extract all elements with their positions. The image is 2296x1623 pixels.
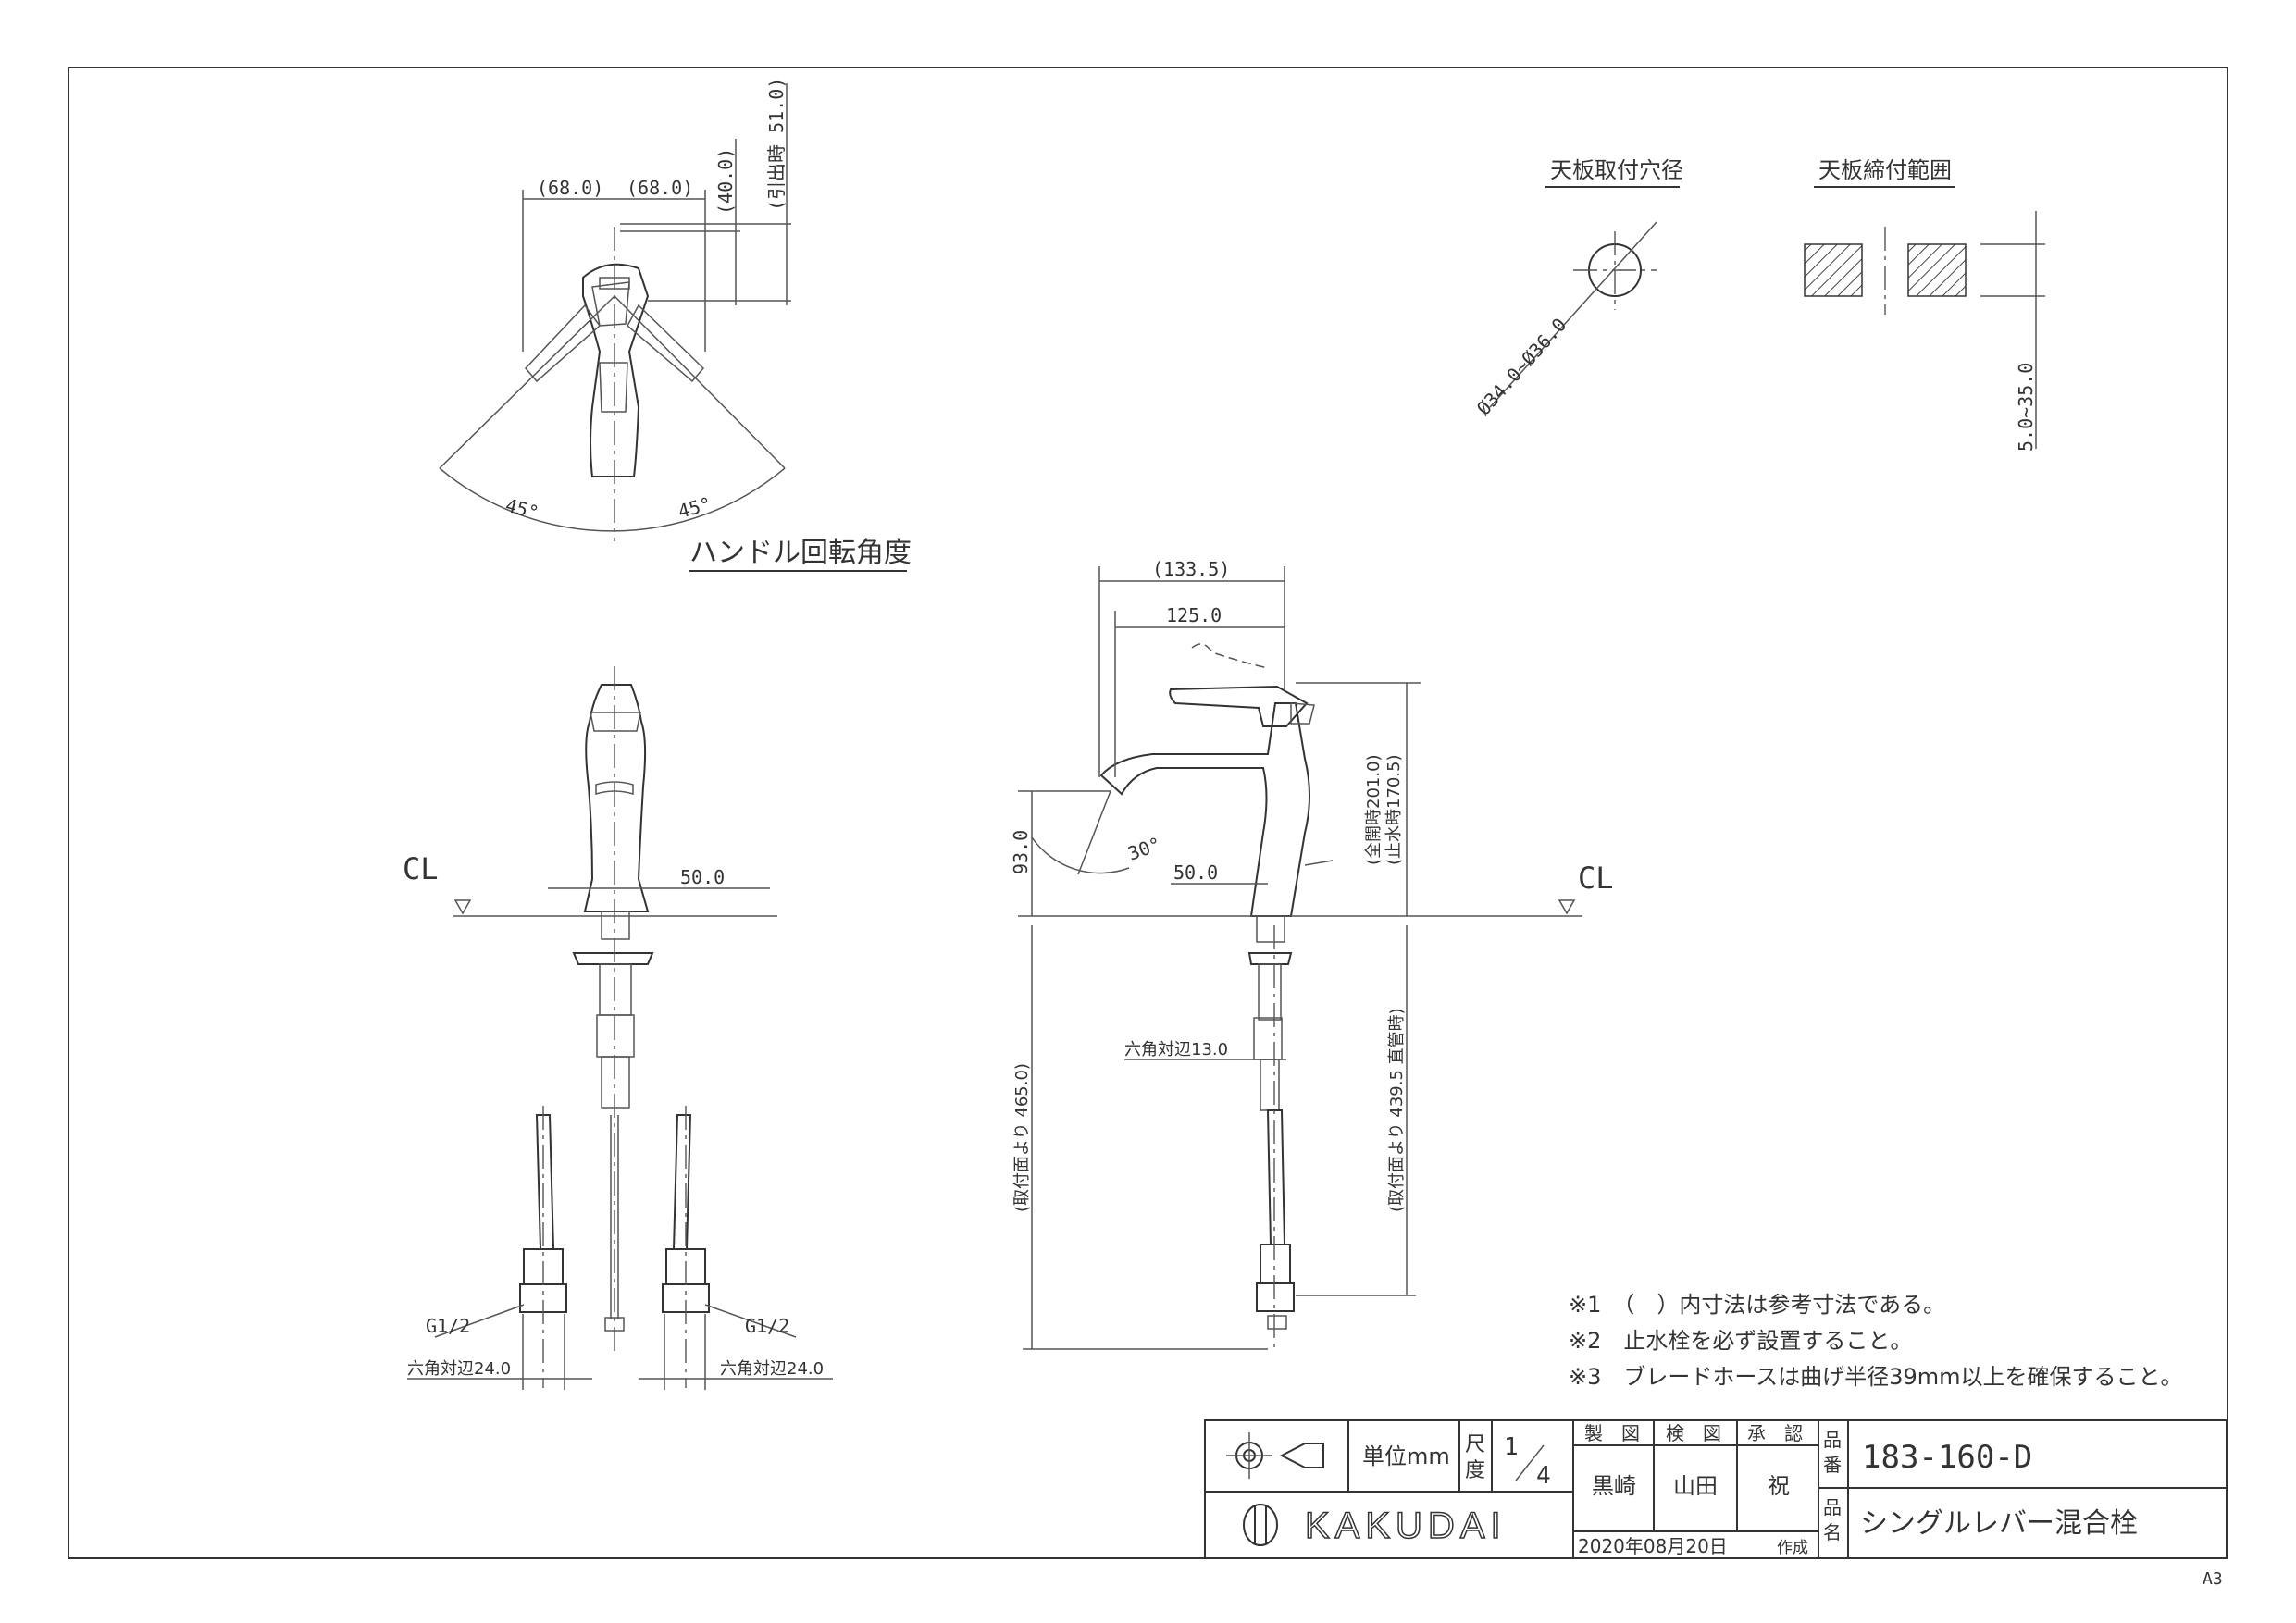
dim-68-left: (68.0) xyxy=(537,177,603,199)
approved-by: 祝 xyxy=(1768,1473,1790,1499)
side-dim-201: (全開時201.0) xyxy=(1364,754,1384,865)
counter-hole-dim: Ø34.0~Ø36.0 xyxy=(1472,314,1570,419)
checked-by: 山田 xyxy=(1673,1473,1718,1499)
note-3: ※3 ブレードホースは曲げ半径39mm以上を確保すること。 xyxy=(1569,1364,2182,1390)
projection-symbol-icon xyxy=(1226,1432,1324,1479)
notes: ※1 （ ）内寸法は参考寸法である。 ※2 止水栓を必ず設置すること。 ※3 ブ… xyxy=(1569,1292,2182,1390)
dim-51: (引出時 51.0) xyxy=(765,78,788,211)
side-dim-50: 50.0 xyxy=(1173,861,1218,884)
approved-label: 承 認 xyxy=(1747,1422,1803,1444)
counter-range-view: 天板締付範囲 5.0~35.0 xyxy=(1804,157,2045,452)
unit-label: 単位mm xyxy=(1362,1443,1450,1469)
name-label-2: 名 xyxy=(1823,1521,1842,1543)
scale-den: 4 xyxy=(1536,1462,1551,1490)
front-dim-50: 50.0 xyxy=(680,866,725,888)
side-dim-1705: (止水時170.5) xyxy=(1384,754,1404,865)
drawn-label: 製 図 xyxy=(1584,1422,1640,1444)
note-2: ※2 止水栓を必ず設置すること。 xyxy=(1569,1328,1912,1354)
front-cl-label: CL xyxy=(403,851,439,886)
scale-label-1: 尺 xyxy=(1465,1433,1485,1456)
handle-rotation-view: (68.0) (68.0) (40.0) (引出時 51.0) 45° 45° … xyxy=(439,78,912,572)
kakudai-logo: KAKUDAI xyxy=(1243,1504,1507,1547)
angle-45-right: 45° xyxy=(676,492,714,523)
dim-40: (40.0) xyxy=(714,148,737,215)
scale-label-2: 度 xyxy=(1465,1459,1485,1482)
front-g-right: G1/2 xyxy=(745,1315,789,1337)
side-view: CL (133.5) 125.0 93.0 30° 50.0 (全開時201.0… xyxy=(1010,558,1614,1351)
angle-45-left: 45° xyxy=(503,494,541,525)
created-label: 作成 xyxy=(1777,1539,1808,1557)
drawing-frame xyxy=(68,67,2228,1559)
side-dim-1335: (133.5) xyxy=(1152,558,1230,580)
side-dim-125: 125.0 xyxy=(1166,604,1222,626)
created-date: 2020年08月20日 xyxy=(1578,1535,1728,1557)
counter-hole-view: 天板取付穴径 Ø34.0~Ø36.0 xyxy=(1472,157,1683,419)
front-view: CL 50.0 G1/2 G1/2 六角対辺24.0 六角対辺24.0 xyxy=(403,666,833,1390)
front-g-left: G1/2 xyxy=(426,1315,470,1337)
handle-rotation-title: ハンドル回転角度 xyxy=(689,537,912,569)
drawn-by: 黒崎 xyxy=(1592,1473,1636,1499)
side-dim-4395: (取付面より 439.5 直管時) xyxy=(1387,1008,1407,1212)
part-no-label-1: 品 xyxy=(1823,1429,1842,1451)
front-hex-right: 六角対辺24.0 xyxy=(720,1359,824,1379)
company-name: KAKUDAI xyxy=(1305,1505,1507,1546)
side-angle-30: 30° xyxy=(1125,833,1164,865)
counter-hole-title: 天板取付穴径 xyxy=(1550,157,1683,183)
side-dim-93: 93.0 xyxy=(1010,830,1032,874)
side-dim-465: (取付面より 465.0) xyxy=(1012,1063,1032,1212)
part-no: 183-160-D xyxy=(1862,1439,2032,1476)
scale-num: 1 xyxy=(1504,1433,1519,1461)
side-hex-13: 六角対辺13.0 xyxy=(1124,1040,1228,1059)
side-cl-label: CL xyxy=(1578,861,1614,896)
paper-size: A3 xyxy=(2203,1569,2223,1589)
part-no-label-2: 番 xyxy=(1823,1454,1842,1476)
note-1: ※1 （ ）内寸法は参考寸法である。 xyxy=(1569,1292,1945,1318)
dim-68-right: (68.0) xyxy=(627,177,693,199)
counter-range-title: 天板締付範囲 xyxy=(1818,157,1952,183)
front-hex-left: 六角対辺24.0 xyxy=(407,1359,511,1379)
name-label-1: 品 xyxy=(1823,1496,1842,1518)
checked-label: 検 図 xyxy=(1666,1422,1721,1444)
counter-range-dim: 5.0~35.0 xyxy=(2015,363,2037,452)
product-name: シングルレバー混合栓 xyxy=(1860,1507,2138,1540)
title-block: 単位mm 尺 度 1 4 製 図 検 図 承 認 黒崎 山田 祝 品 番 183… xyxy=(1204,1419,2228,1559)
